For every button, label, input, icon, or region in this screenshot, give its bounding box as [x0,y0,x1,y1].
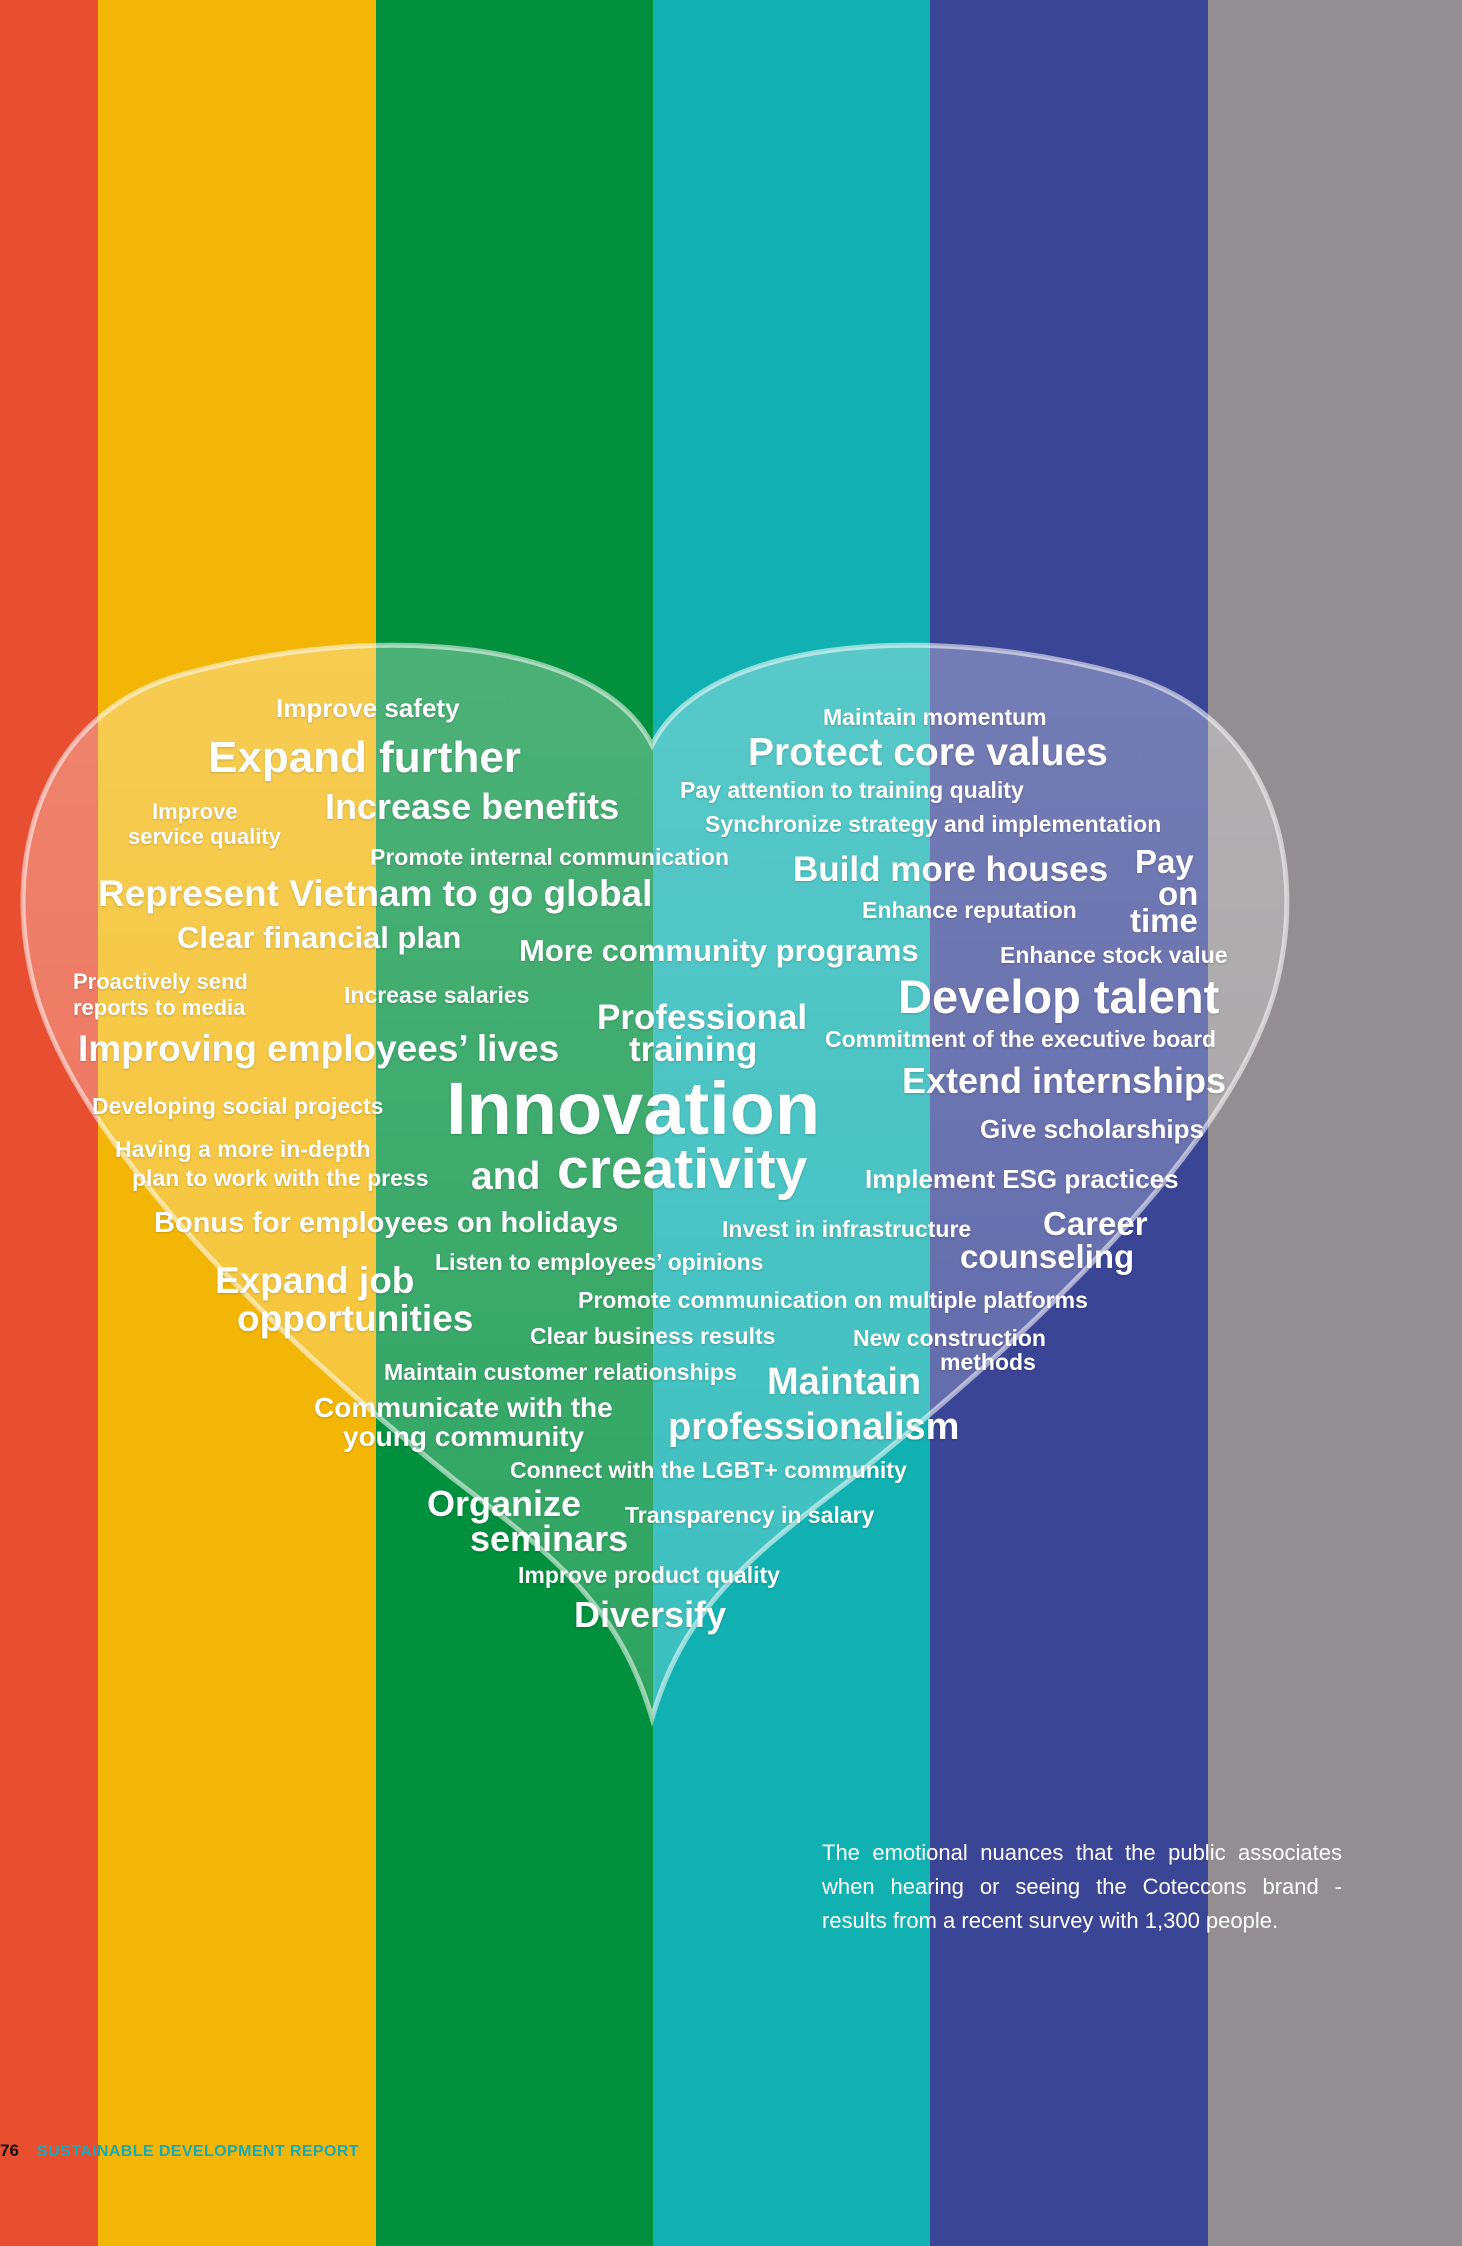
word-pay-attention-training: Pay attention to training quality [680,777,1024,803]
word-promote-multi-platforms: Promote communication on multiple platfo… [578,1287,1088,1313]
word-having-plan-line1: Having a more in-depth [115,1136,371,1162]
word-bonus-holidays: Bonus for employees on holidays [154,1207,619,1239]
word-synchronize-strategy: Synchronize strategy and implementation [705,811,1162,837]
word-commitment-board: Commitment of the executive board [825,1026,1217,1052]
word-professional-training-line1: Professional [597,998,808,1037]
heart-shape [20,642,1290,1727]
word-proactively-send-line1: Proactively send [73,969,248,994]
word-maintain-customer: Maintain customer relationships [384,1359,737,1385]
word-career-counseling-line1: Career [1043,1205,1148,1242]
word-having-plan-line2: plan to work with the press [132,1165,429,1191]
stripe-gray [1208,0,1462,2246]
word-enhance-stock-value: Enhance stock value [1000,942,1228,968]
word-new-construction-line2: methods [940,1349,1036,1375]
word-listen-opinions: Listen to employees’ opinions [435,1249,764,1275]
word-invest-infrastructure: Invest in infrastructure [722,1216,972,1242]
word-extend-internships: Extend internships [902,1060,1227,1101]
word-communicate-young-line1: Communicate with the [314,1392,613,1423]
word-expand-job-line2: opportunities [237,1298,474,1339]
word-increase-benefits: Increase benefits [325,786,620,827]
word-maintain-momentum: Maintain momentum [823,704,1047,730]
word-maintain-professionalism-line1: Maintain [767,1361,922,1403]
word-improve-service-quality-line2: service quality [128,824,281,849]
word-innovation: Innovation [446,1067,821,1150]
word-pay-on-time-line2: on [1158,875,1199,912]
word-pay-on-time-line3: time [1130,902,1198,939]
footer-report-title: SUSTAINABLE DEVELOPMENT REPORT [37,2143,359,2160]
word-career-counseling-line2: counseling [960,1238,1135,1275]
word-professional-training-line2: training [629,1030,758,1069]
word-cloud-heart: Improve safety Expand further Improve se… [0,600,1462,1740]
word-communicate-young-line2: young community [343,1421,585,1452]
word-pay-on-time-line1: Pay [1135,843,1194,880]
word-diversify: Diversify [574,1594,727,1635]
word-creativity: creativity [557,1137,808,1201]
word-maintain-professionalism-line2: professionalism [668,1406,960,1448]
word-improve-safety: Improve safety [276,693,460,723]
word-proactively-send-line2: reports to media [73,995,246,1020]
word-clear-financial-plan: Clear financial plan [177,920,462,955]
word-improve-service-quality-line1: Improve [152,799,238,824]
word-enhance-reputation: Enhance reputation [862,897,1077,923]
word-increase-salaries: Increase salaries [344,982,530,1008]
word-improve-product-quality: Improve product quality [518,1562,780,1588]
word-clear-business-results: Clear business results [530,1323,776,1349]
word-expand-further: Expand further [208,733,521,782]
word-organize-seminars-line2: seminars [470,1518,629,1559]
word-give-scholarships: Give scholarships [980,1114,1204,1144]
word-transparency-salary: Transparency in salary [625,1502,875,1528]
word-build-more-houses: Build more houses [793,850,1109,889]
word-promote-internal-communication: Promote internal communication [370,844,730,870]
page-number: 76 [0,2141,19,2160]
caption-text: The emotional nuances that the public as… [822,1840,1342,1933]
word-more-community-programs: More community programs [519,933,919,968]
word-protect-core-values: Protect core values [748,731,1108,774]
stripe-red [0,0,98,2246]
word-new-construction-line1: New construction [853,1325,1046,1351]
word-developing-social-projects: Developing social projects [92,1093,384,1119]
word-organize-seminars-line1: Organize [427,1483,582,1524]
word-develop-talent: Develop talent [898,970,1220,1023]
word-connect-lgbt: Connect with the LGBT+ community [510,1457,907,1483]
word-expand-job-line1: Expand job [215,1260,415,1301]
word-implement-esg: Implement ESG practices [865,1164,1179,1194]
word-improving-employees-lives: Improving employees’ lives [78,1028,560,1069]
word-and: and [471,1155,541,1198]
word-represent-vietnam: Represent Vietnam to go global [98,873,653,914]
